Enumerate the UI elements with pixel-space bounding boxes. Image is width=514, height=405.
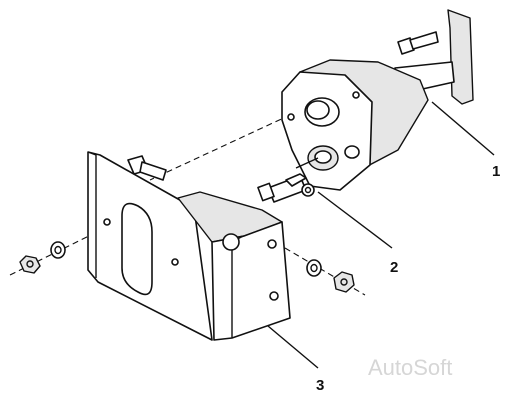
valve-lock-nut xyxy=(301,183,315,197)
t-handle xyxy=(447,9,474,105)
bracket-corner-round xyxy=(222,233,240,251)
valve-lock-nut-hole xyxy=(304,186,312,194)
watermark-text: AutoSoft xyxy=(368,355,452,380)
leader-lines xyxy=(267,101,495,369)
left-fasteners xyxy=(19,241,66,274)
plate-hole-lower-right xyxy=(344,145,360,159)
left-nut-hole xyxy=(26,260,34,268)
bracket-side-hole-bottom xyxy=(269,291,279,301)
bracket-hole-left xyxy=(103,218,111,226)
part-3-bracket xyxy=(87,151,291,341)
callout-2: 2 xyxy=(390,259,398,276)
left-nut xyxy=(19,255,41,274)
left-washer-hole xyxy=(54,245,62,255)
guide-line-right xyxy=(284,247,366,296)
plate-hole-small-left xyxy=(287,113,295,121)
part-1-holder-assembly xyxy=(281,9,474,191)
guide-line-upper xyxy=(149,114,291,181)
bolt-upper-left xyxy=(127,155,167,181)
left-washer xyxy=(50,241,66,259)
bracket-plate-edge xyxy=(87,151,97,278)
valve-nut-top xyxy=(285,173,307,187)
right-nut xyxy=(333,271,355,293)
valve-end xyxy=(257,182,275,202)
bolt-upper-right xyxy=(397,31,439,55)
valve-link xyxy=(295,157,319,169)
right-washer xyxy=(306,259,322,277)
right-fasteners xyxy=(306,259,355,293)
valve-boss-inner xyxy=(314,150,332,164)
leader-line-2 xyxy=(317,191,393,249)
leader-line-1 xyxy=(431,101,495,156)
plate-hole-small-top xyxy=(352,91,360,99)
bracket-side-hole-top xyxy=(267,239,277,249)
callout-1: 1 xyxy=(492,163,500,180)
right-nut-hole xyxy=(340,278,348,286)
holder-body-plate xyxy=(281,71,373,191)
leader-line-3 xyxy=(267,325,319,369)
right-washer-hole xyxy=(310,263,318,273)
bracket-slot xyxy=(121,202,153,296)
callout-3: 3 xyxy=(316,377,324,394)
bracket-hole-center xyxy=(171,258,179,266)
plate-hole-large-inner xyxy=(306,100,330,120)
part-2-valve-fitting xyxy=(257,157,319,203)
